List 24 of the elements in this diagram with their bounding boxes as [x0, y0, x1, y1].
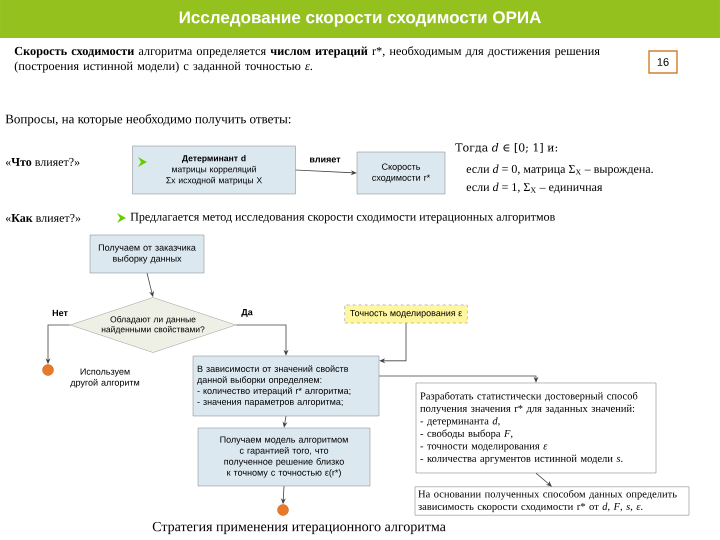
process-box: Получаем от заказчика выборку данных [90, 234, 204, 274]
caption: Стратегия применения итерационного алгоритма [152, 522, 446, 534]
terminal-circle [277, 504, 289, 516]
process-box: На основании полученных способом данных определить зависимость скорости сходимости r* от d, F, s, ε. [414, 486, 690, 516]
note-box: Точность моделирования ε [344, 304, 468, 324]
note-text: Тогда d ∈ [0; 1] и: [455, 143, 558, 153]
node-caption: Используем другой алгоритм [70, 368, 140, 388]
intro-text: Скорость сходимости алгоритма определяется числом итераций r*, необходимым для достижения решения (построения истинной модели) с заданной точностью ε. [14, 46, 600, 73]
question-heading: Вопросы, на которые необходимо получить ответы: [6, 114, 290, 126]
title-banner: Исследование скорости сходимости ОРИА [0, 0, 720, 38]
edge-label: Да [240, 308, 254, 318]
page-number-box: 16 [648, 50, 678, 74]
question-text: «Что влияет?» [6, 158, 80, 166]
process-box: Скорость сходимости r* [356, 152, 446, 194]
process-box: Детерминант d матрицы корреляций Σx исходной матрицы X [132, 146, 296, 194]
process-box: Разработать статистически достоверный способ получения значения r* для заданных значений: - детерминанта d, - свободы выбора F, - точности моделирования ε - количества аргументов истинной модели s. [416, 382, 656, 474]
process-box: Получаем модель алгоритмом с гарантией того, что полученное решение близко к точному с точностью ε(r*) [198, 428, 370, 486]
note-text: если d = 0, матрица Σ$_{X}$ – вырождена. [466, 164, 653, 176]
question-text: «Как влияет?» [6, 214, 80, 222]
edge-label: Нет [51, 308, 69, 318]
edge-label: влияет [308, 156, 342, 164]
answer-text: Предлагается метод исследования скорости сходимости итерационных алгоритмов [130, 212, 555, 224]
note-text: если d = 1, Σ$_{X}$ – единичная [466, 182, 602, 194]
process-box: В зависимости от значений свойств данной выборки определяем: - количество итераций r* алгоритма; - значения параметров алгоритма; [192, 356, 380, 416]
